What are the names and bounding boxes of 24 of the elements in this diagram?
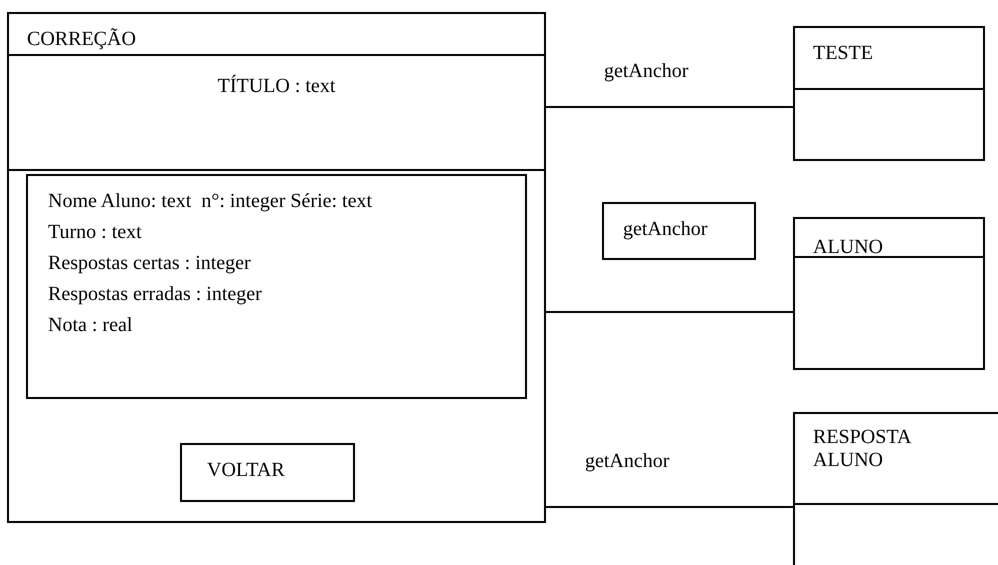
attribute-panel (26, 174, 527, 399)
attribute-text: TÍTULO : text (218, 75, 336, 97)
class-box (7, 12, 546, 523)
class-name: CORREÇÃO (27, 28, 136, 51)
label-box (602, 202, 756, 260)
attribute-text: Turno : text (48, 221, 142, 244)
class-name: RESPOSTA ALUNO (813, 426, 912, 472)
class-box (793, 412, 998, 565)
box-label: getAnchor (623, 218, 708, 241)
attribute-text: Nome Aluno: text n°: integer Série: text (48, 190, 372, 213)
box-label: VOLTAR (207, 459, 285, 482)
class-box (793, 217, 985, 370)
connector-line (546, 506, 793, 508)
connector-line (546, 311, 793, 313)
button (180, 443, 355, 502)
edge-label: getAnchor (583, 450, 672, 473)
attribute-text: Respostas erradas : integer (48, 283, 262, 306)
class-name: TESTE (813, 42, 873, 65)
attribute-text: Respostas certas : integer (48, 252, 251, 275)
class-name: ALUNO (813, 236, 883, 259)
edge-label: getAnchor (602, 60, 690, 83)
class-box (793, 26, 985, 161)
connector-line (546, 106, 793, 108)
attribute-text: Nota : real (48, 314, 132, 337)
